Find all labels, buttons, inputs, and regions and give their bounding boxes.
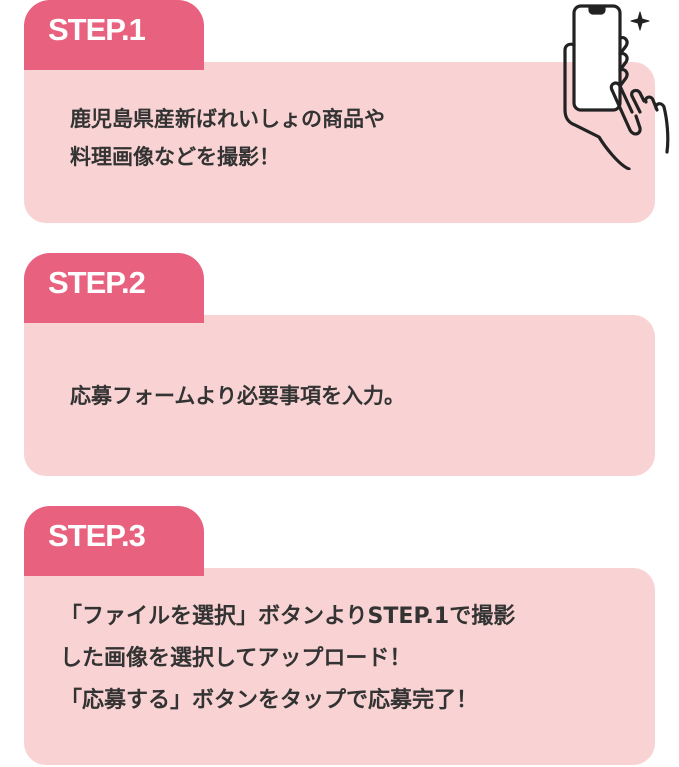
step-1-label: STEP.1 — [24, 0, 204, 70]
step-1-text-line: 鹿児島県産新ばれいしょの商品や — [70, 107, 385, 131]
step-3-text-line: 「ファイルを選択」ボタンよりSTEP.1で撮影 — [60, 604, 516, 629]
step-3-card: 「ファイルを選択」ボタンよりSTEP.1で撮影 した画像を選択してアップロード！… — [24, 568, 655, 765]
step-1-text-line: 料理画像などを撮影！ — [70, 145, 280, 169]
step-3-label: STEP.3 — [24, 506, 204, 576]
step-2-text-line: 応募フォームより必要事項を入力。 — [70, 384, 405, 408]
step-1-card: 鹿児島県産新ばれいしょの商品や 料理画像などを撮影！ — [24, 62, 655, 223]
step-3-text-line: 「応募する」ボタンをタップで応募完了！ — [60, 688, 479, 713]
step-2-label: STEP.2 — [24, 253, 204, 323]
step-3-text-line: した画像を選択してアップロード！ — [60, 646, 412, 671]
phone-in-hand-icon — [563, 4, 670, 170]
step-2-card: 応募フォームより必要事項を入力。 — [24, 315, 655, 476]
